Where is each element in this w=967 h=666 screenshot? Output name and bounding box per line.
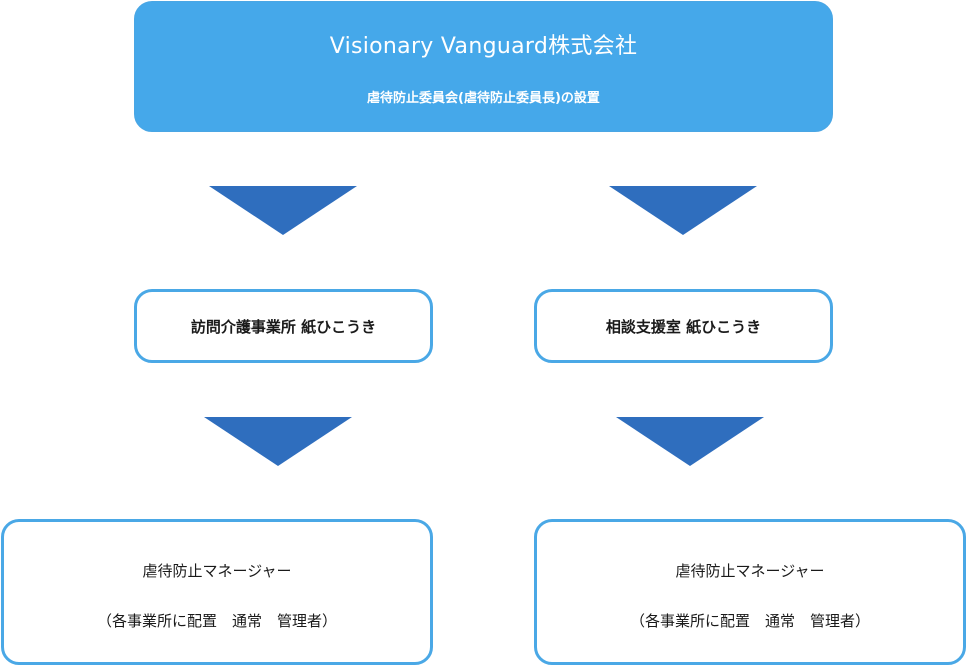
office-node-consultation: 相談支援室 紙ひこうき [534,289,833,363]
manager-node-left: 虐待防止マネージャー （各事業所に配置 通常 管理者） [1,519,433,665]
office-node-home-care: 訪問介護事業所 紙ひこうき [134,289,433,363]
manager-role: 虐待防止マネージャー [142,562,292,580]
manager-role: 虐待防止マネージャー [675,562,825,580]
office-label: 訪問介護事業所 紙ひこうき [190,317,377,336]
down-arrow-icon [616,417,764,466]
down-arrow-icon [204,417,352,466]
down-arrow-icon [209,186,357,235]
down-arrow-icon [609,186,757,235]
company-node: Visionary Vanguard株式会社 虐待防止委員会(虐待防止委員長)の… [134,1,833,132]
manager-detail: （各事業所に配置 通常 管理者） [96,612,337,630]
office-label: 相談支援室 紙ひこうき [605,317,762,336]
company-title: Visionary Vanguard株式会社 [329,34,638,59]
committee-subtitle: 虐待防止委員会(虐待防止委員長)の設置 [367,91,600,106]
manager-node-right: 虐待防止マネージャー （各事業所に配置 通常 管理者） [534,519,966,665]
manager-detail: （各事業所に配置 通常 管理者） [629,612,870,630]
